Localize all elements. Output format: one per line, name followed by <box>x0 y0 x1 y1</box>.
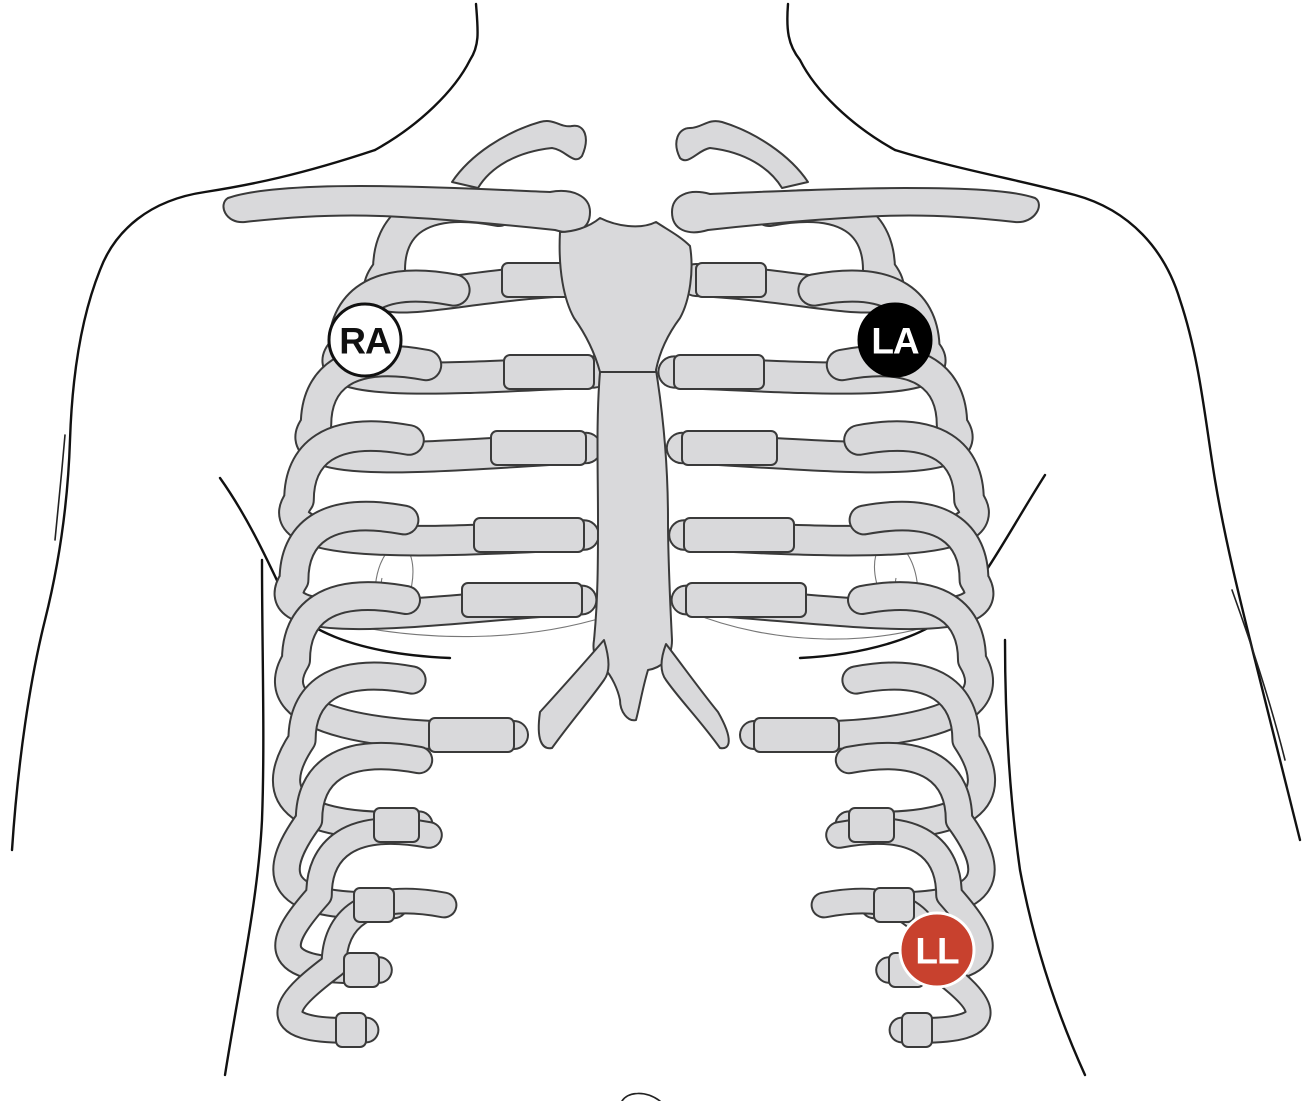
electrode-ll-label: LL <box>915 931 959 972</box>
left-shoulder-line <box>12 150 375 850</box>
costal-cartilage-4-left <box>684 518 794 552</box>
electrode-ra-label: RA <box>339 321 391 362</box>
costal-cartilage-1-left <box>696 263 766 297</box>
costal-cartilage-2-right <box>504 355 594 389</box>
costal-cartilage-4-right <box>474 518 584 552</box>
first-rib-right <box>676 121 808 188</box>
neck-right-line <box>787 4 895 150</box>
costal-cartilage-10-right <box>336 1013 366 1047</box>
costal-cartilage-10-left <box>902 1013 932 1047</box>
costal-cartilage-7-left <box>849 808 894 842</box>
navel <box>622 1093 660 1101</box>
sternum <box>560 218 692 720</box>
costal-cartilage-8-right <box>354 888 394 922</box>
right-torso-side <box>1005 640 1085 1075</box>
electrode-la-label: LA <box>871 321 919 362</box>
costal-cartilage-2-left <box>674 355 764 389</box>
costal-cartilage-right <box>662 644 729 748</box>
left-torso-side <box>225 560 263 1075</box>
first-rib-left <box>452 121 586 188</box>
electrode-ll: LL <box>900 913 974 987</box>
costal-cartilage-9-right <box>344 953 379 987</box>
costal-cartilage-5-left <box>686 583 806 617</box>
costal-cartilage-left <box>539 640 609 748</box>
costal-cartilage-3-left <box>682 431 777 465</box>
costal-cartilage-6-right <box>429 718 514 752</box>
costal-cartilage-7-right <box>374 808 419 842</box>
costal-cartilage-6-left <box>754 718 839 752</box>
costal-cartilage-3-right <box>491 431 586 465</box>
electrode-la: LA <box>859 304 931 376</box>
electrode-ra: RA <box>329 304 401 376</box>
costal-cartilage-5-right <box>462 583 582 617</box>
neck-left-line <box>375 4 478 150</box>
costal-cartilage-8-left <box>874 888 914 922</box>
